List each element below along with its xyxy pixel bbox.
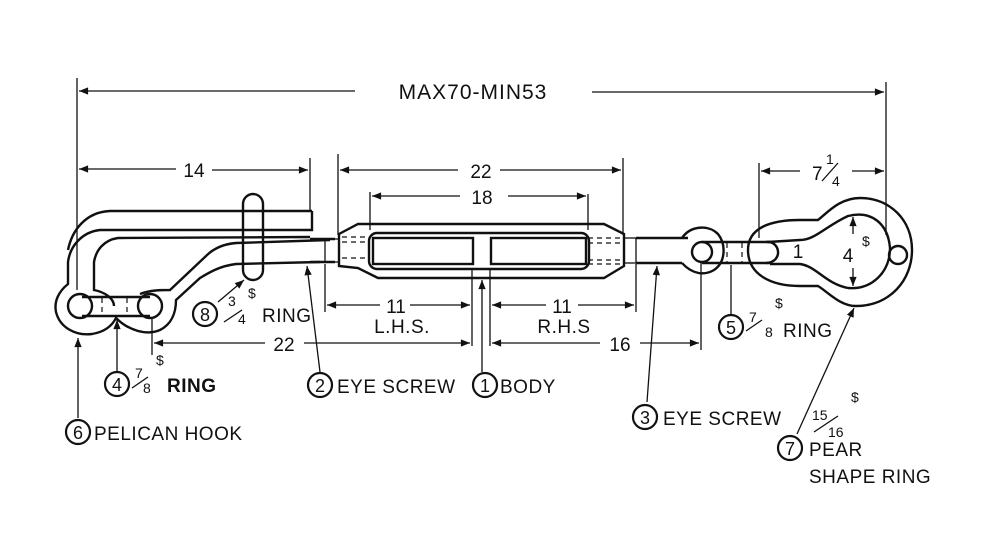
- ring-5-mark: $: [775, 295, 783, 311]
- pear-ring-size-num: 15: [812, 407, 828, 423]
- pear-ring-width-mark: $: [862, 233, 870, 249]
- part-number-2: 2: [315, 376, 325, 396]
- ring-4-mark: $: [156, 352, 164, 368]
- ring-8-size-den: 4: [238, 311, 246, 327]
- lhs-label: L.H.S.: [374, 317, 430, 338]
- ring-8-size-num: 3: [228, 293, 236, 309]
- part-name-5: RING: [783, 321, 833, 342]
- pear-shape-ring: 4 $ 1: [746, 196, 914, 308]
- pear-ring-inner-label: 1: [793, 242, 804, 263]
- part-name-3: EYE SCREW: [663, 409, 782, 430]
- pear-ring-length-dimension: 7 1 4: [758, 151, 884, 238]
- lhs-thread-label: 11: [386, 297, 406, 318]
- part-number-6: 6: [73, 423, 83, 443]
- callout-ring-4: 4 7 8 $ RING: [103, 352, 217, 398]
- left-span-dimension: 22: [151, 318, 471, 356]
- part-number-7: 7: [785, 439, 795, 459]
- lhs-thread-dimension: 11 L.H.S.: [324, 264, 473, 346]
- leader-lines: [74, 265, 855, 435]
- part-name-2: EYE SCREW: [337, 377, 456, 398]
- pear-ring-size-den: 16: [828, 424, 844, 440]
- ring-5: [702, 240, 780, 265]
- ring-5-size-num: 7: [749, 309, 757, 325]
- rhs-label: R.H.S: [537, 317, 590, 338]
- body-length-dimension: 22: [337, 154, 624, 235]
- callout-body: 1 BODY: [471, 371, 556, 399]
- left-eye-screw: [310, 237, 340, 264]
- left-span-label: 22: [273, 335, 294, 356]
- pear-length-whole: 7: [812, 164, 823, 185]
- part-name-8: RING: [262, 306, 312, 327]
- ring-8-mark: $: [248, 285, 256, 301]
- pear-length-den: 4: [832, 173, 840, 189]
- part-name-1: BODY: [500, 377, 556, 398]
- hook-eye-right: [136, 292, 164, 320]
- callout-pear-shape-ring: 7 15 16 $ PEAR SHAPE RING: [776, 389, 931, 488]
- part-number-5: 5: [726, 318, 736, 338]
- callout-ring-5: 5 7 8 $ RING: [717, 295, 833, 342]
- overall-dimension: MAX70-MIN53: [76, 78, 887, 290]
- ring-8: [241, 192, 265, 282]
- body-window-label: 18: [471, 188, 492, 209]
- ring-4-size-den: 8: [143, 380, 151, 396]
- part-number-1: 1: [480, 376, 490, 396]
- hook-length-label: 14: [183, 161, 205, 182]
- pelican-hook: [54, 209, 331, 336]
- ring-4-size-num: 7: [135, 365, 143, 381]
- part-name-6: PELICAN HOOK: [94, 424, 243, 445]
- part-name-7-line2: SHAPE RING: [809, 467, 931, 488]
- hook-eye-left: [66, 292, 94, 320]
- pear-ring-mark: $: [851, 389, 859, 405]
- overall-dimension-label: MAX70-MIN53: [399, 81, 548, 104]
- right-span-label: 16: [609, 335, 630, 356]
- pear-length-num: 1: [826, 151, 834, 167]
- rhs-thread-dimension: 11 R.H.S: [489, 264, 637, 346]
- hook-length-dimension: 14: [79, 158, 311, 212]
- body-length-label: 22: [470, 162, 491, 183]
- rhs-thread-label: 11: [552, 297, 572, 318]
- ring-5-size-den: 8: [765, 324, 773, 340]
- callout-pelican-hook: 6 PELICAN HOOK: [64, 418, 243, 446]
- right-span-dimension: 16: [491, 262, 702, 356]
- part-number-8: 8: [200, 305, 210, 325]
- pear-ring-width-label: 4: [843, 246, 854, 267]
- part-name-4: RING: [167, 376, 217, 397]
- callout-eye-screw-right: 3 EYE SCREW: [631, 403, 782, 431]
- callout-eye-screw-left: 2 EYE SCREW: [306, 371, 456, 399]
- part-number-4: 4: [112, 375, 122, 395]
- part-name-7: PEAR: [809, 440, 863, 461]
- callout-ring-8: 8 3 4 $ RING: [191, 285, 312, 328]
- turnbuckle-body: [337, 222, 626, 280]
- part-number-3: 3: [640, 408, 650, 428]
- right-eye-screw: [623, 226, 725, 275]
